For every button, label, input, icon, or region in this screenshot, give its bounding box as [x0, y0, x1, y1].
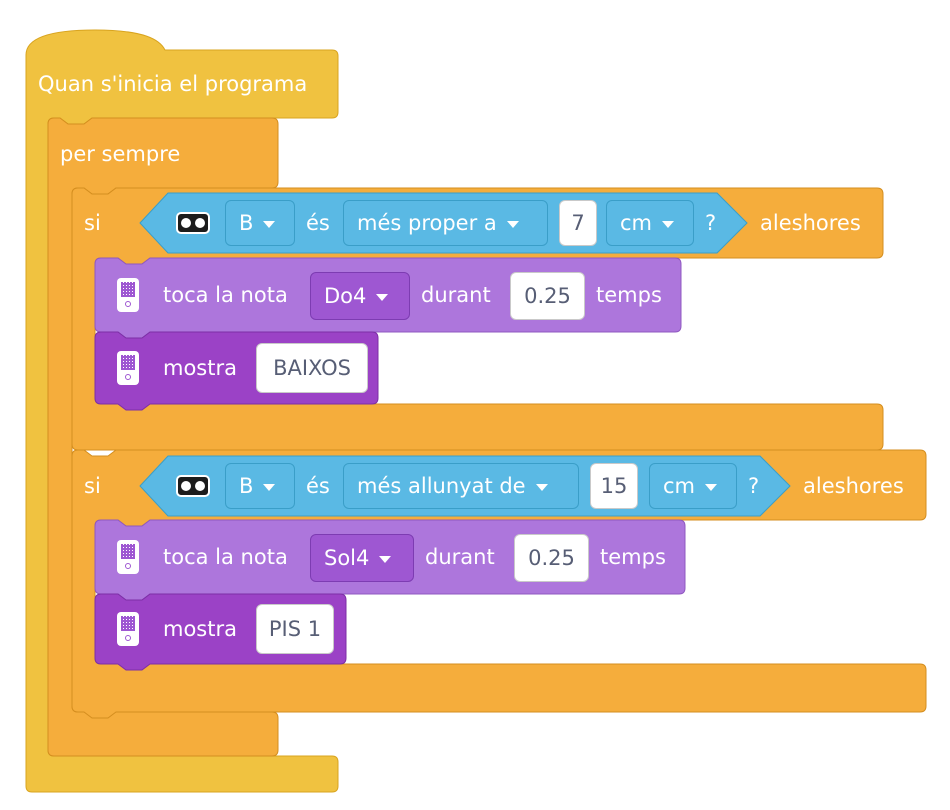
chevron-down-icon [379, 555, 392, 563]
sound-2-beats-input[interactable]: 0.25 [514, 534, 589, 582]
hub-icon [117, 612, 139, 646]
if-1-unit-dropdown[interactable]: cm [606, 200, 694, 246]
if-2-si-label: si [84, 474, 101, 498]
if-2-then-label: aleshores [803, 474, 904, 498]
if-1-is-label: és [306, 211, 330, 235]
sound-1-temps-label: temps [596, 283, 662, 307]
sound-1-label: toca la nota [163, 283, 288, 307]
sound-2-during-label: durant [425, 545, 495, 569]
chevron-down-icon [506, 220, 519, 228]
sound-1-beats-input[interactable]: 0.25 [510, 272, 585, 320]
sound-1-note-dropdown[interactable]: Do4 [310, 272, 410, 320]
sound-1-during-label: durant [421, 283, 491, 307]
display-1-text-input[interactable]: BAIXOS [256, 343, 368, 393]
if-1-si-label: si [84, 211, 101, 235]
distance-sensor-icon [176, 475, 210, 497]
sound-2-label: toca la nota [163, 545, 288, 569]
hub-icon [117, 278, 139, 312]
if-2-distance-input[interactable]: 15 [590, 463, 638, 509]
if-1-distance-input[interactable]: 7 [559, 200, 597, 246]
if-1-port-dropdown[interactable]: B [225, 200, 295, 246]
if-2-unit-dropdown[interactable]: cm [649, 463, 737, 509]
chevron-down-icon [376, 293, 389, 301]
if-2-port-dropdown[interactable]: B [225, 463, 295, 509]
if-2-is-label: és [306, 474, 330, 498]
forever-block-label: per sempre [60, 142, 181, 166]
display-2-text-input[interactable]: PIS 1 [256, 604, 334, 654]
if-2-comparison-dropdown[interactable]: més allunyat de [343, 463, 579, 509]
hub-icon [117, 540, 139, 574]
sound-2-temps-label: temps [600, 545, 666, 569]
if-1-then-label: aleshores [760, 211, 861, 235]
if-1-comparison-dropdown[interactable]: més proper a [343, 200, 548, 246]
event-block-label: Quan s'inicia el programa [38, 72, 308, 96]
display-1-label: mostra [163, 356, 237, 380]
display-2-label: mostra [163, 617, 237, 641]
hub-icon [117, 351, 139, 385]
chevron-down-icon [535, 483, 548, 491]
sound-2-note-dropdown[interactable]: Sol4 [310, 534, 414, 582]
if-2-question-mark: ? [748, 474, 760, 498]
distance-sensor-icon [176, 212, 210, 234]
chevron-down-icon [263, 483, 276, 491]
chevron-down-icon [263, 220, 276, 228]
chevron-down-icon [705, 483, 718, 491]
if-1-question-mark: ? [705, 211, 717, 235]
chevron-down-icon [662, 220, 675, 228]
